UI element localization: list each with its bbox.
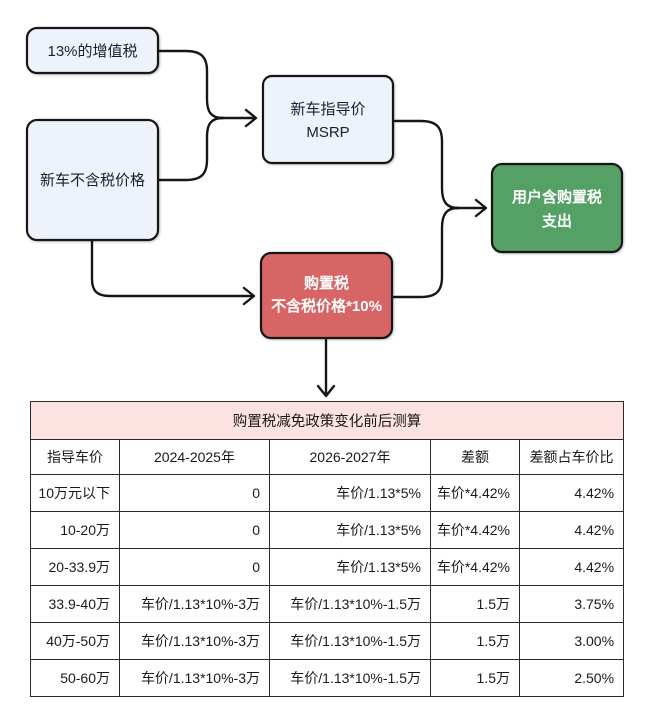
node-purchase-tax: 购置税 不含税价格*10% (259, 251, 394, 340)
table-header-cell-0: 指导车价 (30, 439, 120, 475)
table-cell: 50-60万 (30, 659, 120, 697)
table-cell: 4.42% (518, 548, 625, 586)
node-user-cost-label-line1: 用户含购置税 (512, 188, 602, 206)
node-purchase-tax-label-line1: 购置税 (304, 274, 349, 292)
node-user-cost: 用户含购置税 支出 (490, 162, 624, 254)
connector-vat-to-msrp (156, 49, 225, 120)
table-cell: 40万-50万 (30, 622, 120, 660)
table-cell: 车价/1.13*10%-3万 (119, 622, 270, 660)
table-header-cell-3: 差额 (430, 439, 520, 475)
table-cell: 1.5万 (430, 659, 520, 697)
table-cell: 车价/1.13*5% (269, 474, 431, 512)
table-title-row: 购置税减免政策变化前后测算 (29, 401, 625, 440)
table-cell: 车价/1.13*10%-3万 (119, 585, 270, 623)
table-cell: 1.5万 (430, 585, 520, 623)
node-user-cost-label-line2: 支出 (541, 212, 572, 230)
node-pretax-price: 新车不含税价格 (25, 118, 160, 242)
connector-lines (90, 49, 488, 398)
table-cell: 车价*4.42% (430, 474, 520, 512)
table-cell: 33.9-40万 (30, 585, 120, 623)
node-pretax-price-label: 新车不含税价格 (40, 172, 145, 189)
table-cell: 车价*4.42% (430, 511, 520, 549)
node-vat: 13%的增值税 (25, 26, 160, 75)
table-header-cell-4: 差额占车价比 (518, 439, 625, 475)
table-title: 购置税减免政策变化前后测算 (29, 401, 625, 440)
connector-tax-to-usercost (390, 206, 460, 299)
node-msrp-label-line2: MSRP (306, 124, 349, 141)
table-cell: 1.5万 (430, 622, 520, 660)
table-cell: 10万元以下 (30, 474, 120, 512)
arrowhead-into-msrp (244, 108, 258, 128)
table-cell: 车价/1.13*5% (269, 511, 431, 549)
table-cell: 10-20万 (30, 511, 120, 549)
table-cell: 车价/1.13*10%-3万 (119, 659, 270, 697)
table-cell: 4.42% (518, 474, 625, 512)
node-msrp-label-line1: 新车指导价 (290, 101, 365, 118)
table-cell: 车价/1.13*5% (269, 548, 431, 586)
table-cell: 0 (119, 474, 270, 512)
table-cell: 车价/1.13*10%-1.5万 (269, 659, 431, 697)
table-cell: 2.50% (518, 659, 625, 697)
table-cell: 4.42% (518, 511, 625, 549)
arrowhead-into-usercost (474, 198, 488, 218)
table-cell: 车价/1.13*10%-1.5万 (269, 622, 431, 660)
node-purchase-tax-label-line2: 不含税价格*10% (271, 297, 382, 315)
table-cell: 3.00% (518, 622, 625, 660)
table-cell: 20-33.9万 (30, 548, 120, 586)
node-vat-label: 13%的增值税 (47, 43, 137, 60)
table-cell: 0 (119, 511, 270, 549)
table-cell: 0 (119, 548, 270, 586)
connector-pretax-to-tax (90, 238, 254, 298)
table-cell: 车价*4.42% (430, 548, 520, 586)
connector-pretax-to-msrp (156, 116, 225, 182)
arrowhead-into-tax (242, 286, 256, 306)
node-msrp: 新车指导价 MSRP (261, 74, 395, 165)
connector-msrp-to-usercost (393, 119, 460, 210)
table-header-cell-2: 2026-2027年 (269, 439, 431, 475)
flow-diagram: 13%的增值税 新车不含税价格 新车指导价 MSRP 购置税 不含税价格*10%… (25, 26, 624, 398)
table-header-cell-1: 2024-2025年 (119, 439, 270, 475)
table-cell: 车价/1.13*10%-1.5万 (269, 585, 431, 623)
arrowhead-into-table (316, 384, 336, 398)
table-cell: 3.75% (518, 585, 625, 623)
